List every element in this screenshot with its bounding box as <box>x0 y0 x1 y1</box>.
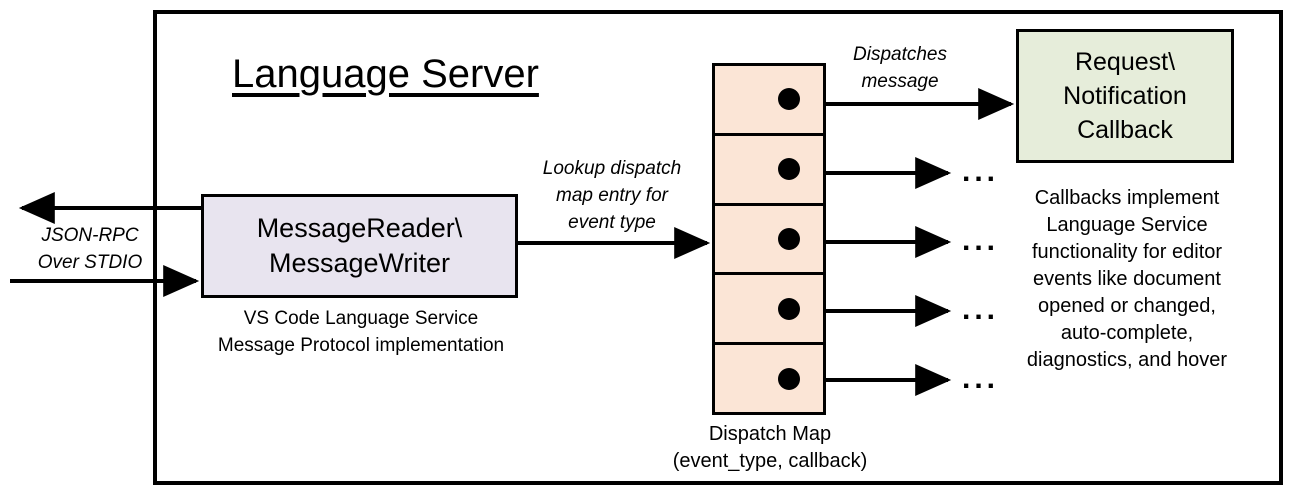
diagram-title: Language Server <box>232 52 539 96</box>
dispatch-map-row[interactable] <box>715 135 823 206</box>
callback-caption-line-5: opened or changed, <box>1038 295 1216 317</box>
message-writer-label: MessageWriter <box>268 248 451 278</box>
jsonrpc-label-line-1: JSON-RPC <box>41 225 139 246</box>
callback-caption-line-1: Callbacks implement <box>1034 187 1220 209</box>
reader-caption-line-1: VS Code Language Service <box>243 308 479 329</box>
callback-label-line-3: Callback <box>1077 116 1173 144</box>
dispatch-entry-dot-icon <box>778 88 800 111</box>
dispatch-entry-dot-icon <box>778 158 800 181</box>
language-server-boundary <box>153 10 1283 485</box>
message-reader-writer-box[interactable]: MessageReader\ MessageWriter <box>201 194 518 298</box>
message-reader-caption: VS Code Language Service Message Protoco… <box>196 305 526 359</box>
ellipsis-row-2: ... <box>962 155 1000 188</box>
dispatch-entry-dot-icon <box>778 367 800 390</box>
dispatch-map-table[interactable] <box>712 63 826 415</box>
dispatch-map-row[interactable] <box>715 205 823 276</box>
callback-caption-line-4: events like document <box>1033 268 1221 290</box>
map-caption-line-1: Dispatch Map <box>708 423 832 445</box>
reader-caption-line-2: Message Protocol implementation <box>217 335 505 356</box>
ellipsis-row-5: ... <box>962 362 1000 395</box>
dispatch-map-row[interactable] <box>715 275 823 346</box>
callback-caption: Callbacks implement Language Service fun… <box>1008 185 1246 374</box>
message-reader-label: MessageReader\ <box>256 213 463 243</box>
request-notification-callback-box[interactable]: Request\ Notification Callback <box>1016 29 1234 163</box>
dispatches-edge-label: Dispatches message <box>835 41 965 95</box>
callback-caption-line-3: functionality for editor <box>1031 241 1223 263</box>
callback-label-line-2: Notification <box>1063 82 1187 110</box>
ellipsis-row-4: ... <box>962 293 1000 326</box>
dispatches-label-line-2: message <box>861 71 939 92</box>
callback-label-line-1: Request\ <box>1074 48 1176 76</box>
map-caption-line-2: (event_type, callback) <box>672 450 868 472</box>
dispatch-entry-dot-icon <box>778 227 800 250</box>
callback-caption-line-2: Language Service <box>1046 214 1208 236</box>
lookup-label-line-2: map entry for <box>556 185 668 206</box>
jsonrpc-edge-label: JSON-RPC Over STDIO <box>20 222 160 276</box>
lookup-edge-label: Lookup dispatch map entry for event type <box>518 155 706 236</box>
dispatch-entry-dot-icon <box>778 297 800 320</box>
dispatch-map-caption: Dispatch Map (event_type, callback) <box>650 421 890 475</box>
dispatch-map-row[interactable] <box>715 345 823 412</box>
callback-caption-line-7: diagnostics, and hover <box>1026 349 1228 371</box>
dispatches-label-line-1: Dispatches <box>853 44 947 65</box>
dispatch-map-row[interactable] <box>715 66 823 136</box>
lookup-label-line-1: Lookup dispatch <box>542 158 682 179</box>
ellipsis-row-3: ... <box>962 224 1000 257</box>
callback-caption-line-6: auto-complete, <box>1060 322 1194 344</box>
lookup-label-line-3: event type <box>568 212 656 233</box>
jsonrpc-label-line-2: Over STDIO <box>37 252 143 273</box>
